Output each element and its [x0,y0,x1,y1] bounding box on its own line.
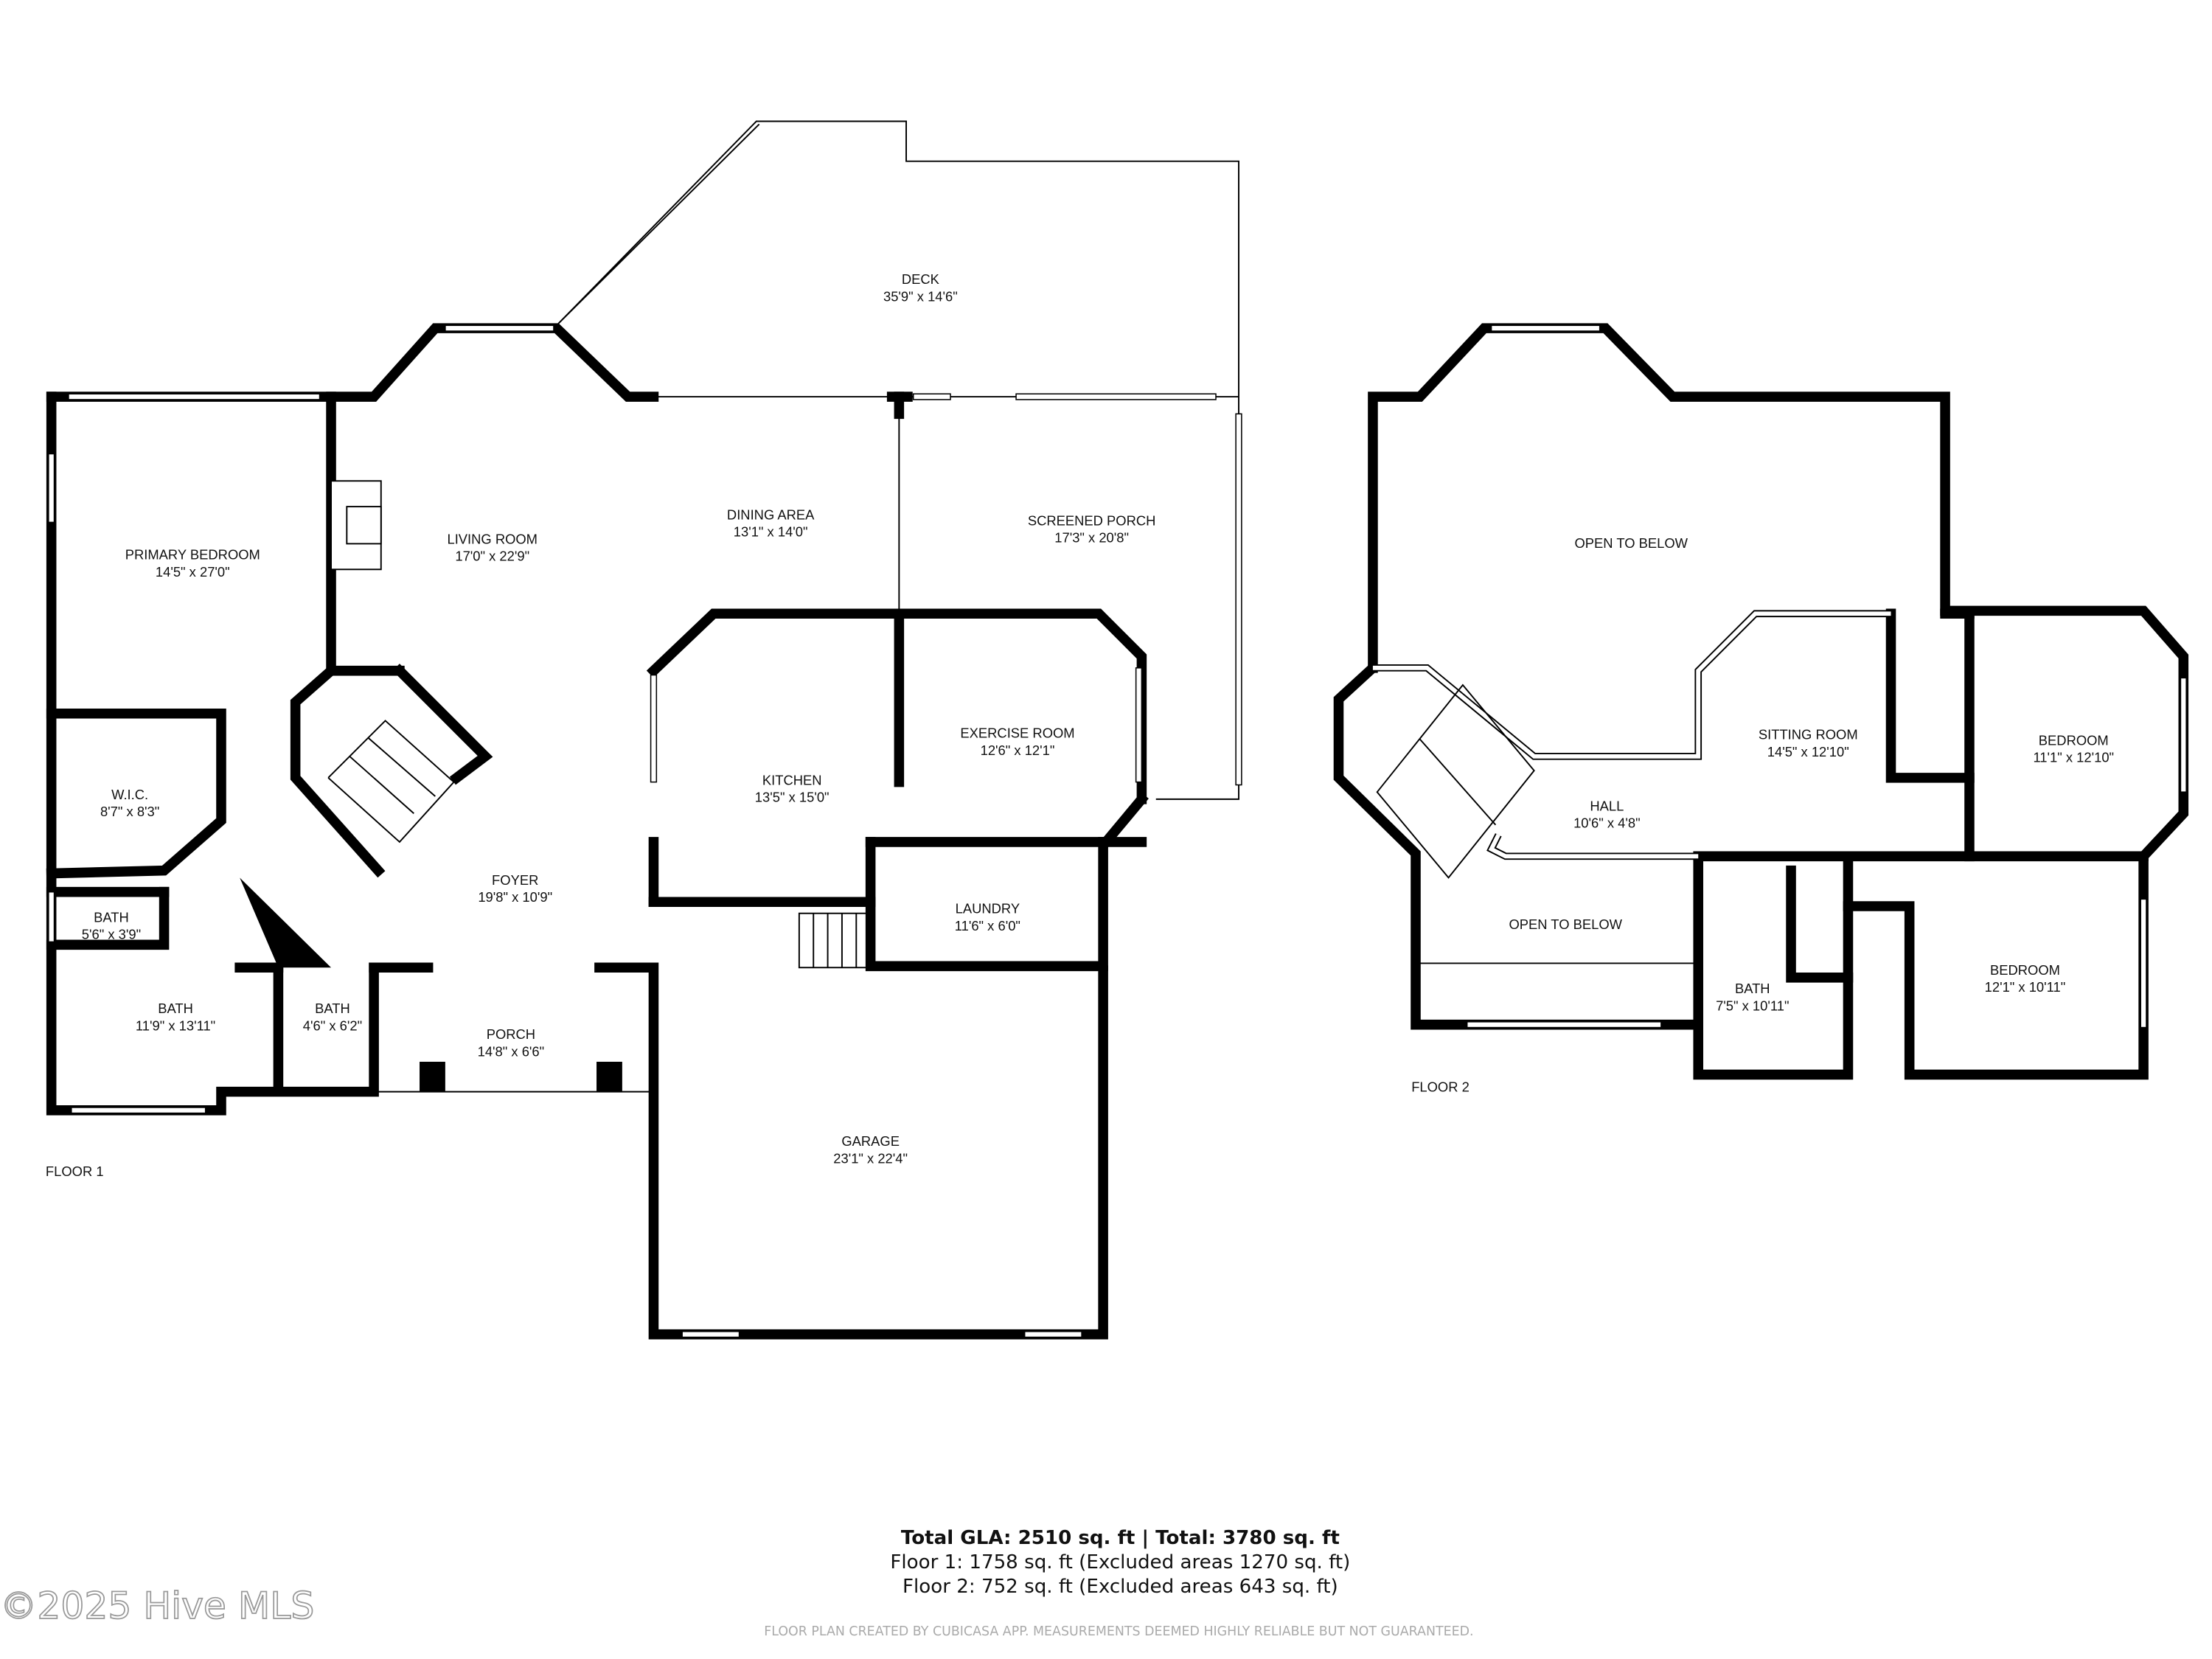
stairs [1376,684,1535,879]
deck-outline [556,120,1239,800]
stairs [327,720,869,969]
stair-wedge [240,877,332,968]
floor-2-plan [1333,323,2189,1080]
area-summary: Total GLA: 2510 sq. ft | Total: 3780 sq.… [764,1527,1473,1639]
porch-column [597,1062,622,1092]
svg-text:W.I.C.8'7" x 8'3": W.I.C.8'7" x 8'3" [100,787,159,819]
floor-1-plan [46,120,1242,1340]
watermark: ©2025 Hive MLS [0,1584,314,1627]
disclaimer: FLOOR PLAN CREATED BY CUBICASA APP. MEAS… [764,1624,1473,1639]
svg-text:OPEN TO BELOW: OPEN TO BELOW [1509,917,1622,932]
svg-text:OPEN TO BELOW: OPEN TO BELOW [1575,535,1688,551]
total-area: Total GLA: 2510 sq. ft | Total: 3780 sq.… [901,1527,1340,1549]
floor-1-label: FLOOR 1 [46,1164,104,1179]
floor-2-label: FLOOR 2 [1411,1079,1470,1095]
windows [48,324,1242,1338]
floor-2-area: Floor 2: 752 sq. ft (Excluded areas 643 … [902,1576,1338,1598]
porch-column [420,1062,445,1092]
room-name: DECK [902,271,940,287]
windows [1466,324,2187,1029]
floor-1-area: Floor 1: 1758 sq. ft (Excluded areas 127… [890,1551,1350,1573]
walls-outer [326,323,659,402]
